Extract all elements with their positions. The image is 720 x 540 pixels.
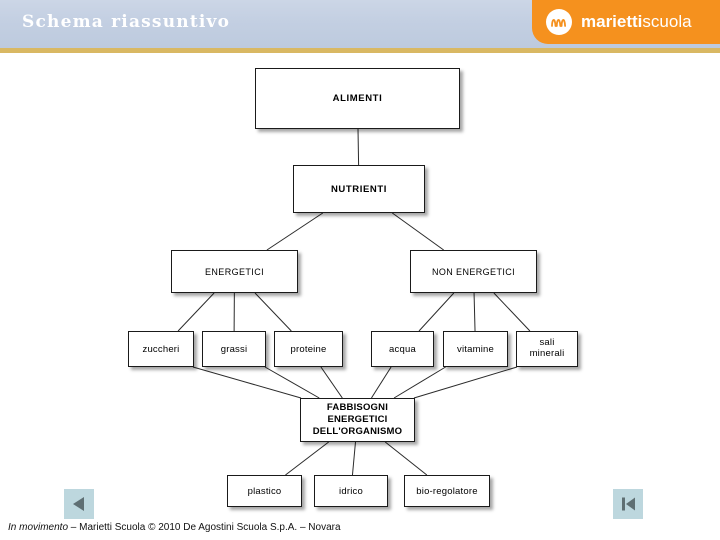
- edge-nutrienti-to-energetici: [266, 212, 324, 251]
- edge-sali-to-fabbisogni: [413, 366, 518, 399]
- brand-sub: scuola: [642, 12, 692, 31]
- edge-fabbisogni-to-idrico: [351, 441, 356, 476]
- node-bioreg: bio-regolatore: [404, 475, 490, 507]
- footer-publisher: – Marietti Scuola © 2010 De Agostini Scu…: [68, 522, 341, 533]
- brand-logo: mariettiscuola: [532, 0, 720, 44]
- node-plastico: plastico: [227, 475, 302, 507]
- node-label: NUTRIENTI: [330, 183, 388, 195]
- node-grassi: grassi: [202, 331, 266, 367]
- marietti-wave-icon: [546, 9, 572, 35]
- node-label: plastico: [247, 485, 282, 497]
- edge-zuccheri-to-fabbisogni: [192, 366, 302, 399]
- diagram-connector-lines: [177, 128, 531, 476]
- brand-name: marietti: [581, 12, 643, 31]
- edge-fabbisogni-to-bioreg: [384, 441, 428, 476]
- node-label: zuccheri: [142, 343, 180, 355]
- skip-back-icon: [619, 495, 637, 513]
- node-label: proteine: [290, 343, 327, 355]
- node-zuccheri: zuccheri: [128, 331, 194, 367]
- edge-energetici-to-proteine: [254, 292, 292, 332]
- schema-diagram: ALIMENTI NUTRIENTI ENERGETICI NON ENERGETIC…: [0, 53, 720, 507]
- node-label: idrico: [339, 485, 363, 497]
- edge-proteine-to-fabbisogni: [320, 366, 343, 399]
- node-label: ALIMENTI: [332, 93, 383, 104]
- node-nonenergetici: NON ENERGETICI: [410, 250, 537, 293]
- edge-grassi-to-fabbisogni: [264, 366, 320, 399]
- play-back-triangle-icon: [70, 495, 88, 513]
- node-idrico: idrico: [314, 475, 388, 507]
- page-title: Schema riassuntivo: [22, 12, 231, 32]
- brand-wordmark: mariettiscuola: [581, 12, 692, 32]
- node-acqua: acqua: [371, 331, 434, 367]
- node-label: grassi: [220, 343, 248, 355]
- node-energetici: ENERGETICI: [171, 250, 298, 293]
- next-slide-button[interactable]: [613, 489, 643, 519]
- footer-credit: In movimento – Marietti Scuola © 2010 De…: [8, 522, 341, 533]
- edge-nonenergetici-to-acqua: [418, 292, 455, 332]
- node-nutrienti: NUTRIENTI: [293, 165, 425, 213]
- node-label: NON ENERGETICI: [431, 266, 516, 277]
- edge-nonenergetici-to-vitamine: [473, 292, 476, 332]
- footer-work-title: In movimento: [8, 522, 69, 533]
- edge-vitamine-to-fabbisogni: [393, 366, 446, 399]
- node-label: bio-regolatore: [416, 485, 478, 497]
- node-alimenti: ALIMENTI: [255, 68, 460, 129]
- header-divider-rule: [0, 48, 720, 53]
- edge-nonenergetici-to-sali: [493, 292, 531, 332]
- edge-fabbisogni-to-plastico: [285, 441, 329, 476]
- node-proteine: proteine: [274, 331, 343, 367]
- node-label: acqua: [389, 343, 416, 355]
- previous-slide-button[interactable]: [64, 489, 94, 519]
- node-vitamine: vitamine: [443, 331, 508, 367]
- edge-alimenti-to-nutrienti: [357, 128, 360, 166]
- node-label: ENERGETICI: [204, 266, 264, 277]
- edge-energetici-to-zuccheri: [177, 292, 215, 332]
- node-label: vitamine: [457, 343, 494, 355]
- edge-acqua-to-fabbisogni: [371, 366, 392, 399]
- edge-nutrienti-to-nonenergetici: [392, 212, 444, 251]
